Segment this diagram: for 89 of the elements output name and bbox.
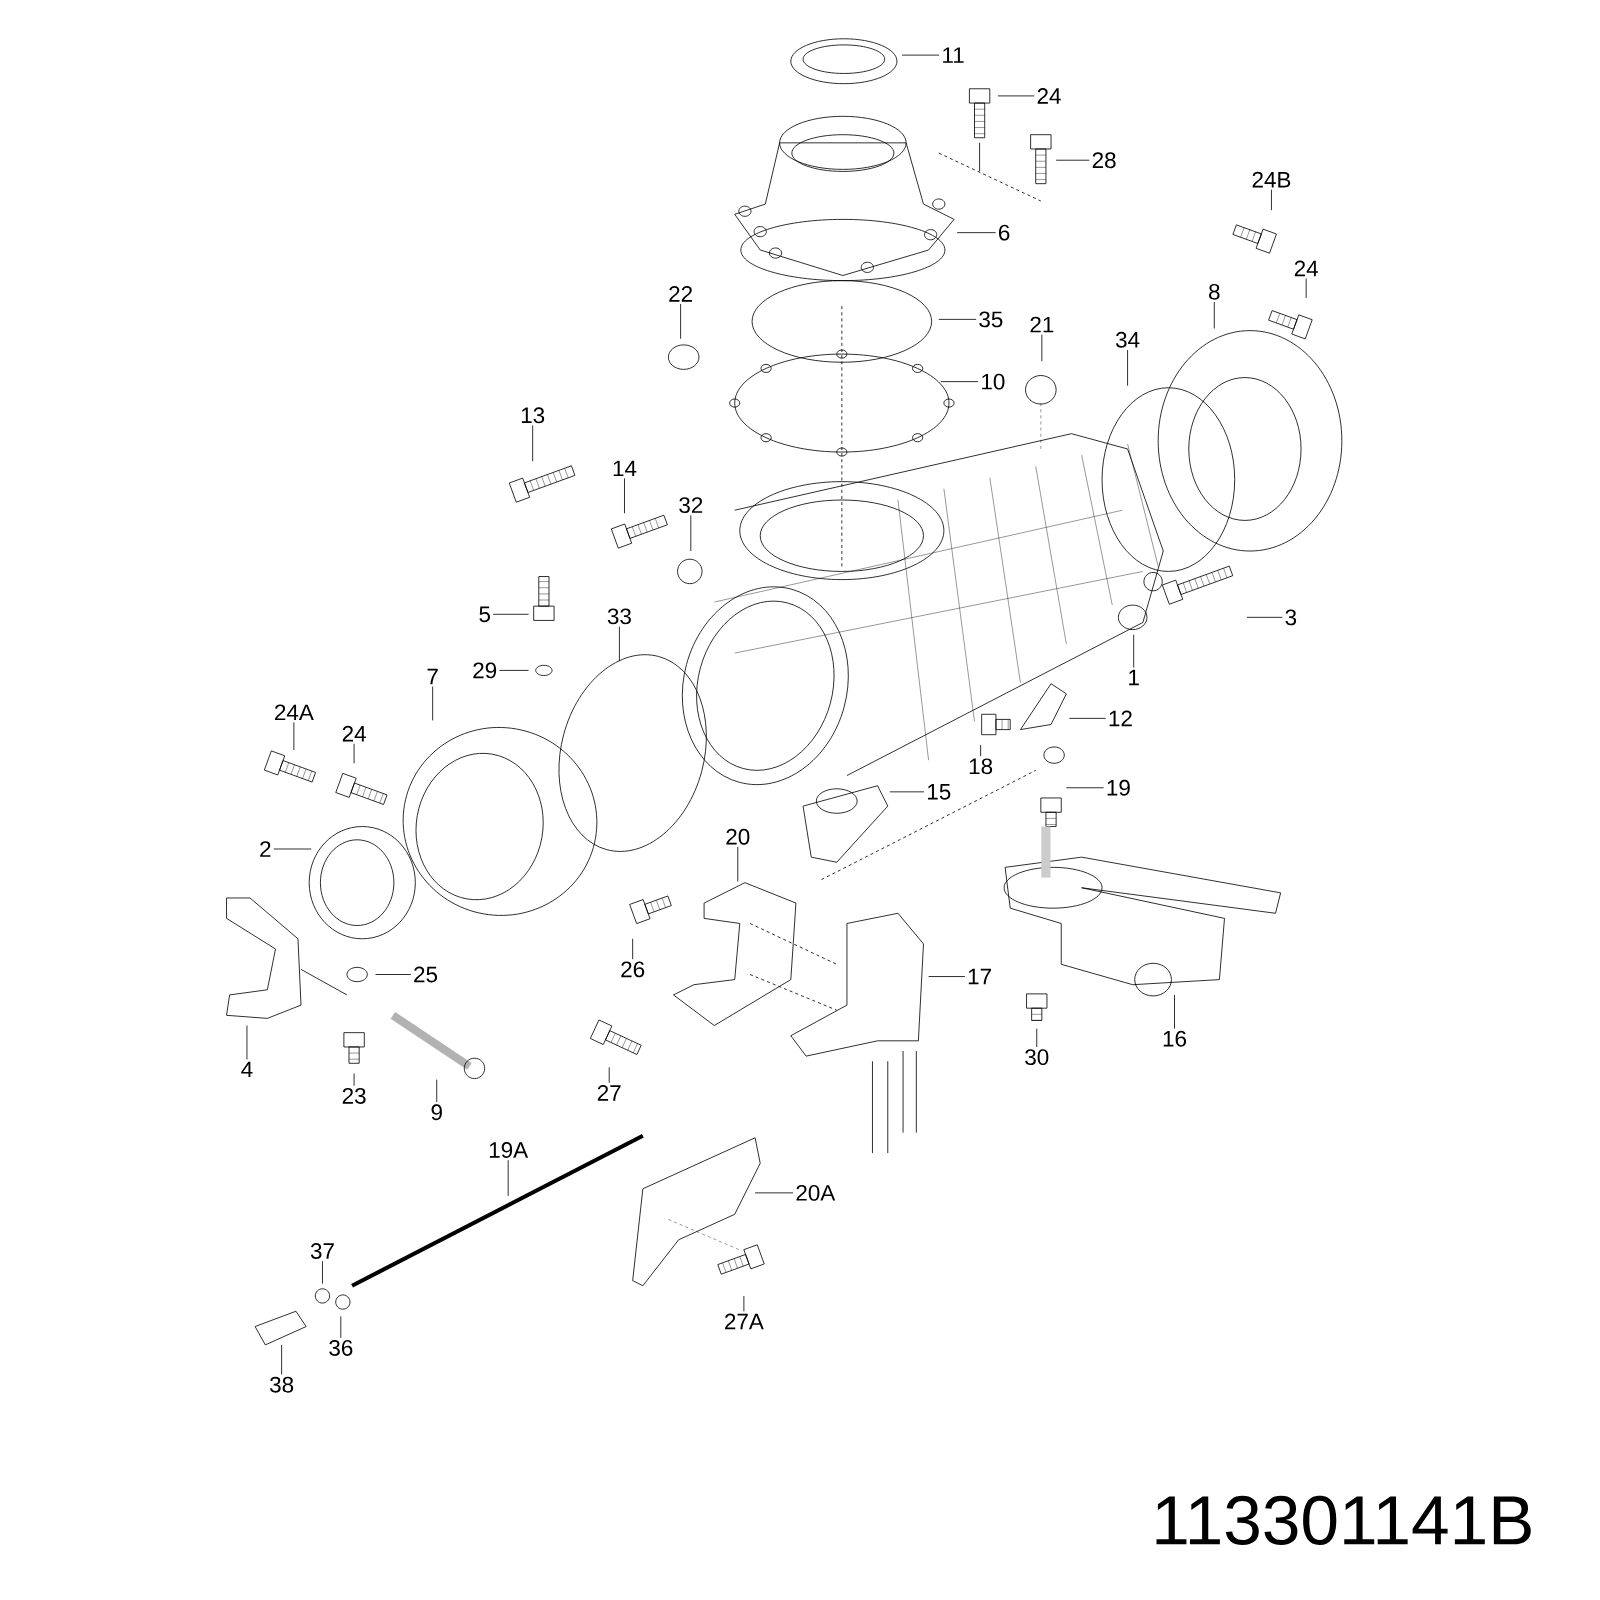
callout-number: 9 — [431, 1104, 442, 1121]
callout-number: 36 — [329, 1340, 353, 1356]
leader-line — [281, 1344, 283, 1375]
callout-number: 35 — [979, 311, 1003, 328]
callout-number: 27A — [725, 1313, 764, 1330]
callout-number: 1 — [1129, 669, 1139, 686]
callout-number: 30 — [1025, 1049, 1049, 1066]
leader-line — [1036, 1028, 1038, 1048]
callout-number: 3 — [1285, 609, 1297, 626]
leader-line — [1133, 634, 1135, 668]
leader-line — [1065, 787, 1105, 789]
leader-line — [1271, 189, 1272, 211]
callout-number: 20 — [726, 828, 750, 845]
leader-line — [353, 1073, 355, 1087]
callout-number: 13 — [521, 407, 545, 424]
callout-number: 24 — [1037, 88, 1061, 104]
leader-line — [743, 1295, 745, 1312]
leader-line — [940, 381, 979, 383]
callout-number: 24 — [342, 725, 366, 742]
callout-number: 12 — [1109, 710, 1132, 727]
leader-line — [1305, 278, 1307, 299]
leader-line — [980, 744, 982, 757]
leader-line — [901, 54, 940, 56]
leader-line — [754, 1192, 794, 1194]
leader-line — [1069, 717, 1107, 719]
callout-number: 29 — [473, 662, 497, 679]
leader-line — [624, 477, 625, 514]
leader-line — [997, 95, 1035, 97]
leader-line — [340, 1315, 342, 1339]
callout-number: 17 — [968, 968, 991, 985]
leader-line — [436, 1079, 438, 1103]
callout-number: 26 — [621, 961, 645, 978]
callout-number: 18 — [969, 758, 993, 775]
callout-number: 16 — [1163, 1030, 1186, 1047]
callout-number: 6 — [999, 224, 1010, 241]
callout-number: 11 — [943, 47, 964, 63]
callout-number: 5 — [479, 606, 490, 623]
callout-number: 34 — [1115, 331, 1140, 348]
leader-line — [632, 938, 634, 960]
callout-number: 19A — [489, 1142, 529, 1158]
leader-line — [1174, 994, 1175, 1029]
leader-line — [273, 848, 312, 850]
callout-number: 27 — [597, 1085, 621, 1101]
leader-line — [1127, 349, 1128, 387]
callout-number: 32 — [679, 497, 703, 514]
leader-line — [532, 425, 534, 462]
leader-line — [737, 846, 739, 883]
leader-line — [1041, 334, 1043, 362]
callout-number: 8 — [1209, 283, 1220, 300]
leader-line — [375, 974, 412, 975]
callout-number: 10 — [982, 373, 1005, 390]
leader-line — [619, 626, 620, 662]
callout-number: 15 — [928, 784, 951, 800]
callout-number: 23 — [342, 1088, 366, 1104]
leader-line — [608, 1066, 610, 1084]
leader-line — [938, 318, 977, 320]
leader-line — [293, 721, 295, 751]
leader-line — [889, 791, 925, 793]
callout-number: 28 — [1092, 152, 1116, 169]
callout-number: 33 — [607, 608, 631, 625]
callout-number: 24A — [275, 704, 314, 721]
callout-number: 37 — [310, 1243, 334, 1259]
leader-line — [956, 232, 996, 234]
leader-line — [1055, 159, 1090, 161]
callout-number: 7 — [427, 668, 438, 685]
leader-line — [432, 686, 434, 721]
leader-line — [492, 613, 529, 615]
callout-number: 19 — [1107, 779, 1130, 796]
callout-number: 24 — [1294, 260, 1318, 277]
leader-line — [690, 514, 692, 552]
leader-line — [1213, 301, 1215, 329]
leader-line — [322, 1260, 323, 1285]
callout-number: 21 — [1030, 316, 1054, 333]
leader-line — [507, 1159, 509, 1197]
callout-number: 14 — [613, 460, 637, 477]
leader-line — [928, 976, 966, 977]
callout-number: 22 — [669, 286, 692, 302]
callout-number: 38 — [270, 1376, 294, 1393]
part-number: 113301141B — [1156, 1495, 1531, 1545]
callout-number: 20A — [796, 1184, 836, 1201]
leader-line — [499, 670, 529, 671]
leader-line — [680, 303, 682, 340]
callout-number: 4 — [241, 1061, 253, 1078]
leader-line — [1246, 616, 1283, 618]
leader-line — [353, 743, 355, 764]
callout-number: 25 — [414, 966, 438, 983]
callout-number: 2 — [260, 841, 271, 857]
leader-line — [246, 1025, 248, 1060]
callout-number: 24B — [1252, 171, 1291, 188]
